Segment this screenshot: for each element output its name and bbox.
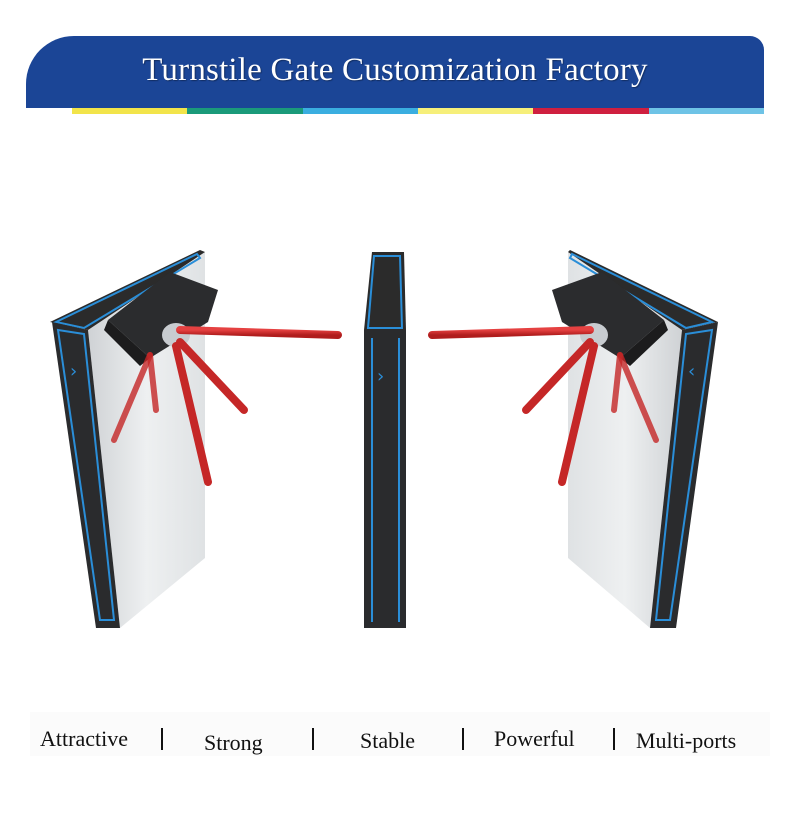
turnstile-illustration: › › ‹ xyxy=(50,250,718,628)
feature-divider xyxy=(613,728,615,750)
svg-text:‹: ‹ xyxy=(688,361,695,382)
color-stripes xyxy=(72,108,764,114)
stripe-green xyxy=(187,108,303,114)
feature-divider xyxy=(312,728,314,750)
stripe-yellow xyxy=(72,108,188,114)
svg-text:›: › xyxy=(377,366,384,387)
feature-bar: Attractive Strong Stable Powerful Multi-… xyxy=(30,712,770,756)
svg-text:›: › xyxy=(70,361,77,382)
right-cabinet: ‹ xyxy=(428,250,718,628)
left-cabinet: › xyxy=(50,250,342,628)
feature-stable: Stable xyxy=(360,728,415,753)
feature-multi-ports: Multi-ports xyxy=(636,728,737,753)
banner-title: Turnstile Gate Customization Factory xyxy=(142,52,648,88)
feature-divider xyxy=(462,728,464,750)
stripe-blue xyxy=(302,108,418,114)
stripe-red xyxy=(533,108,649,114)
middle-cabinet: › xyxy=(364,252,406,628)
feature-powerful: Powerful xyxy=(494,726,575,751)
stripe-light-yellow xyxy=(417,108,534,114)
product-image: › › ‹ xyxy=(0,170,790,670)
stripe-light-blue xyxy=(648,108,764,114)
feature-attractive: Attractive xyxy=(40,726,128,751)
feature-divider xyxy=(161,728,163,750)
feature-strong: Strong xyxy=(204,730,263,755)
title-banner: Turnstile Gate Customization Factory xyxy=(26,36,764,108)
